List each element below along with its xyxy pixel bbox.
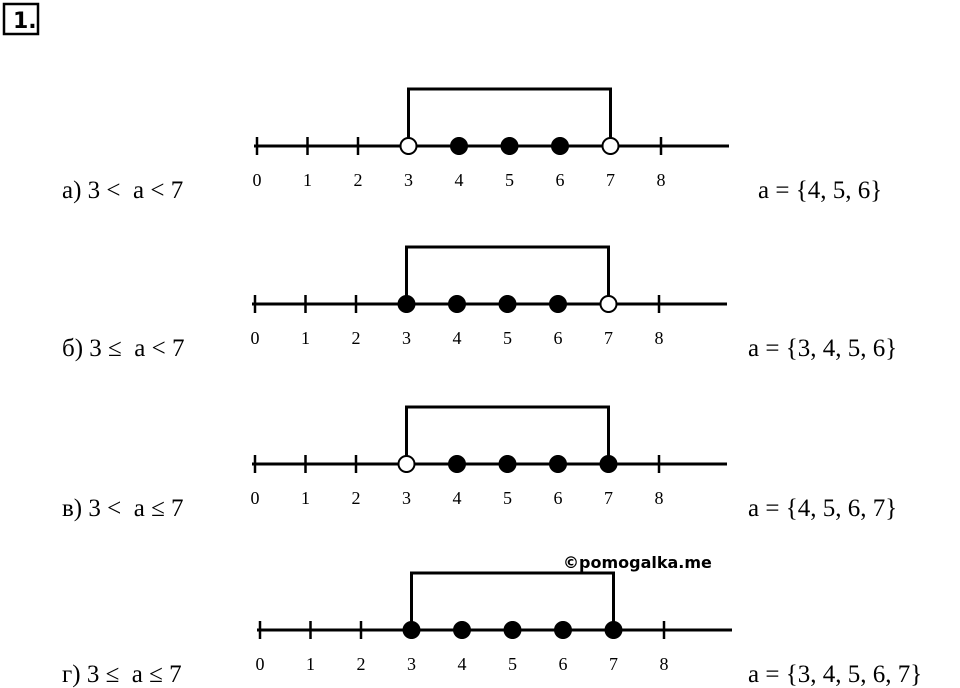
tick-label-4: 4 bbox=[453, 488, 462, 508]
tick-label-2: 2 bbox=[354, 170, 363, 190]
filled-point-3 bbox=[402, 621, 421, 639]
filled-point-5 bbox=[500, 137, 519, 155]
tick-label-4: 4 bbox=[455, 170, 464, 190]
tick-label-5: 5 bbox=[505, 170, 514, 190]
tick-label-7: 7 bbox=[609, 654, 618, 674]
tick-label-5: 5 bbox=[508, 654, 517, 674]
tick-label-3: 3 bbox=[404, 170, 413, 190]
rows-layer: 0 1 2 3 4 5 6 7 8 а) 3 < a < 7 a = {4, 5, 6} 0 1 2 3 4 5… bbox=[62, 87, 922, 688]
filled-point-5 bbox=[498, 455, 517, 473]
filled-point-4 bbox=[450, 137, 468, 155]
tick-label-6: 6 bbox=[554, 328, 563, 348]
answer-set: a = {4, 5, 6} bbox=[758, 177, 882, 204]
interval-bracket bbox=[410, 571, 615, 630]
filled-point-6 bbox=[549, 455, 567, 473]
filled-point-7 bbox=[599, 455, 618, 473]
tick-label-8: 8 bbox=[655, 488, 664, 508]
tick-label-7: 7 bbox=[604, 328, 613, 348]
tick-label-4: 4 bbox=[453, 328, 462, 348]
tick-label-5: 5 bbox=[503, 328, 512, 348]
filled-point-4 bbox=[453, 621, 471, 639]
tick-label-8: 8 bbox=[655, 328, 664, 348]
tick-label-4: 4 bbox=[458, 654, 467, 674]
tick-label-7: 7 bbox=[604, 488, 613, 508]
tick-label-2: 2 bbox=[352, 328, 361, 348]
problem-number-text: 1. bbox=[13, 9, 37, 34]
inequality-label: б) 3 ≤ a < 7 bbox=[62, 335, 184, 362]
tick-label-3: 3 bbox=[402, 328, 411, 348]
filled-point-6 bbox=[554, 621, 572, 639]
answer-set: a = {4, 5, 6, 7} bbox=[748, 495, 897, 522]
filled-point-5 bbox=[498, 295, 517, 313]
tick-label-2: 2 bbox=[352, 488, 361, 508]
tick-label-8: 8 bbox=[660, 654, 669, 674]
tick-label-1: 1 bbox=[303, 170, 312, 190]
open-point-7 bbox=[601, 137, 620, 155]
problem-number: 1. bbox=[2, 2, 40, 36]
answer-set: a = {3, 4, 5, 6} bbox=[748, 335, 897, 362]
tick-label-0: 0 bbox=[251, 488, 260, 508]
filled-point-4 bbox=[448, 295, 466, 313]
open-point-3 bbox=[399, 137, 418, 155]
tick-label-3: 3 bbox=[407, 654, 416, 674]
number-line-row-2: 0 1 2 3 4 5 6 7 8 б) 3 ≤ a < 7 a = {3, 4, 5, 6} bbox=[62, 245, 897, 362]
tick-label-7: 7 bbox=[606, 170, 615, 190]
number-line-row-4: 0 1 2 3 4 5 6 7 8 г) 3 ≤ a ≤ 7 a = {3, 4, 5, 6, 7} bbox=[62, 571, 922, 688]
inequality-label: а) 3 < a < 7 bbox=[62, 177, 183, 204]
answer-set: a = {3, 4, 5, 6, 7} bbox=[748, 661, 922, 688]
filled-point-6 bbox=[549, 295, 567, 313]
interval-bracket bbox=[405, 405, 610, 464]
number-line-row-1: 0 1 2 3 4 5 6 7 8 а) 3 < a < 7 a = {4, 5, 6} bbox=[62, 87, 882, 204]
interval-bracket bbox=[405, 245, 610, 304]
filled-point-3 bbox=[397, 295, 416, 313]
open-point-7 bbox=[599, 295, 618, 313]
watermark: ©pomogalka.me bbox=[563, 553, 712, 572]
tick-label-6: 6 bbox=[556, 170, 565, 190]
tick-label-1: 1 bbox=[301, 328, 310, 348]
filled-point-7 bbox=[604, 621, 623, 639]
filled-point-4 bbox=[448, 455, 466, 473]
filled-point-5 bbox=[503, 621, 522, 639]
interval-bracket bbox=[407, 87, 612, 146]
tick-label-0: 0 bbox=[251, 328, 260, 348]
open-point-3 bbox=[397, 455, 416, 473]
tick-label-0: 0 bbox=[253, 170, 262, 190]
number-line-row-3: 0 1 2 3 4 5 6 7 8 в) 3 < a ≤ 7 a = {4, 5, 6, 7} bbox=[62, 405, 897, 522]
tick-label-8: 8 bbox=[657, 170, 666, 190]
problem-number-box bbox=[2, 2, 40, 36]
inequality-label: в) 3 < a ≤ 7 bbox=[62, 495, 184, 522]
tick-label-1: 1 bbox=[306, 654, 315, 674]
tick-label-0: 0 bbox=[256, 654, 265, 674]
tick-label-6: 6 bbox=[559, 654, 568, 674]
tick-label-6: 6 bbox=[554, 488, 563, 508]
tick-label-3: 3 bbox=[402, 488, 411, 508]
tick-label-1: 1 bbox=[301, 488, 310, 508]
filled-point-6 bbox=[551, 137, 569, 155]
inequality-label: г) 3 ≤ a ≤ 7 bbox=[62, 661, 182, 688]
tick-label-2: 2 bbox=[357, 654, 366, 674]
tick-label-5: 5 bbox=[503, 488, 512, 508]
